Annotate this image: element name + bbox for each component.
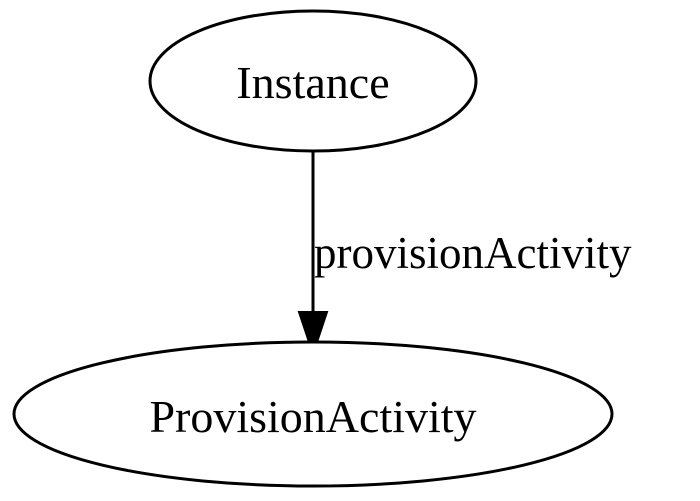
node-instance-label: Instance — [236, 57, 389, 108]
node-provision-activity[interactable]: ProvisionActivity — [12, 340, 614, 488]
edge-provision-activity[interactable]: provisionActivity — [297, 151, 632, 358]
edge-provision-activity-label: provisionActivity — [314, 228, 632, 278]
node-provision-activity-shape — [12, 340, 614, 488]
node-instance[interactable]: Instance — [148, 9, 478, 153]
edge-provision-activity-arrowhead — [297, 311, 329, 358]
node-provision-activity-label: ProvisionActivity — [149, 391, 476, 442]
